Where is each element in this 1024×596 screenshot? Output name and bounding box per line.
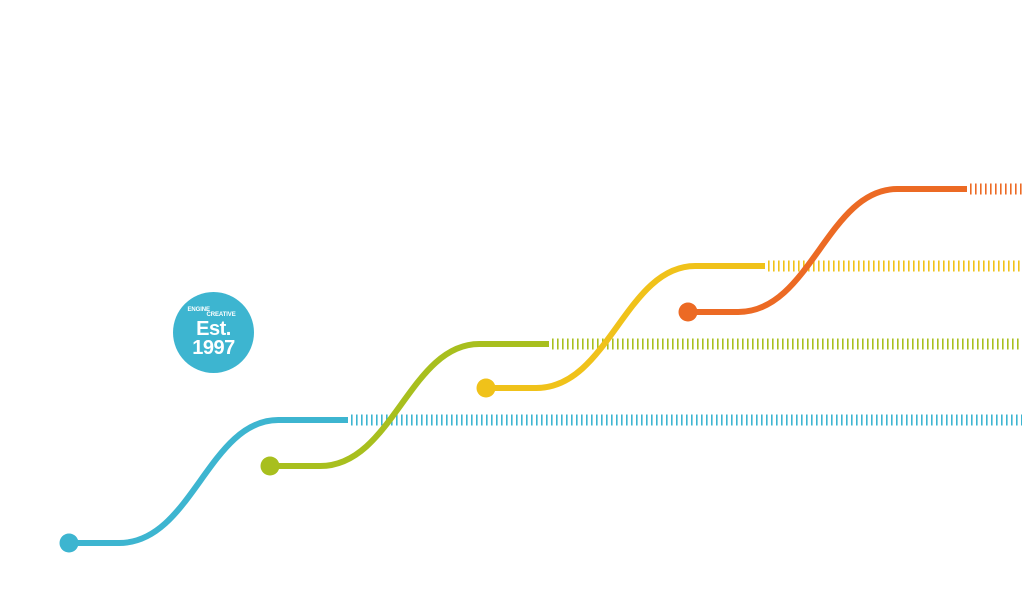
track-curve [688,186,967,315]
badge-year: 1997 [192,337,235,359]
engine-creative-logo: ENGINE CREATIVE [188,307,240,319]
track-start-dot [59,533,79,553]
orange-track [678,183,1022,322]
track-start-dot [476,378,496,398]
track-curve [270,341,549,469]
blue-track [59,414,1022,553]
yellow-track [476,260,1022,398]
logo-line-1: ENGINE [187,307,211,313]
track-curve [69,417,348,546]
badge-est-label: Est. [196,318,231,340]
established-badge: ENGINE CREATIVE Est. 1997 [173,292,254,373]
green-track [260,338,1022,476]
track-start-dot [678,302,698,322]
track-start-dot [260,456,280,476]
track-curve [486,263,765,391]
logo-line-2: CREATIVE [206,312,236,318]
